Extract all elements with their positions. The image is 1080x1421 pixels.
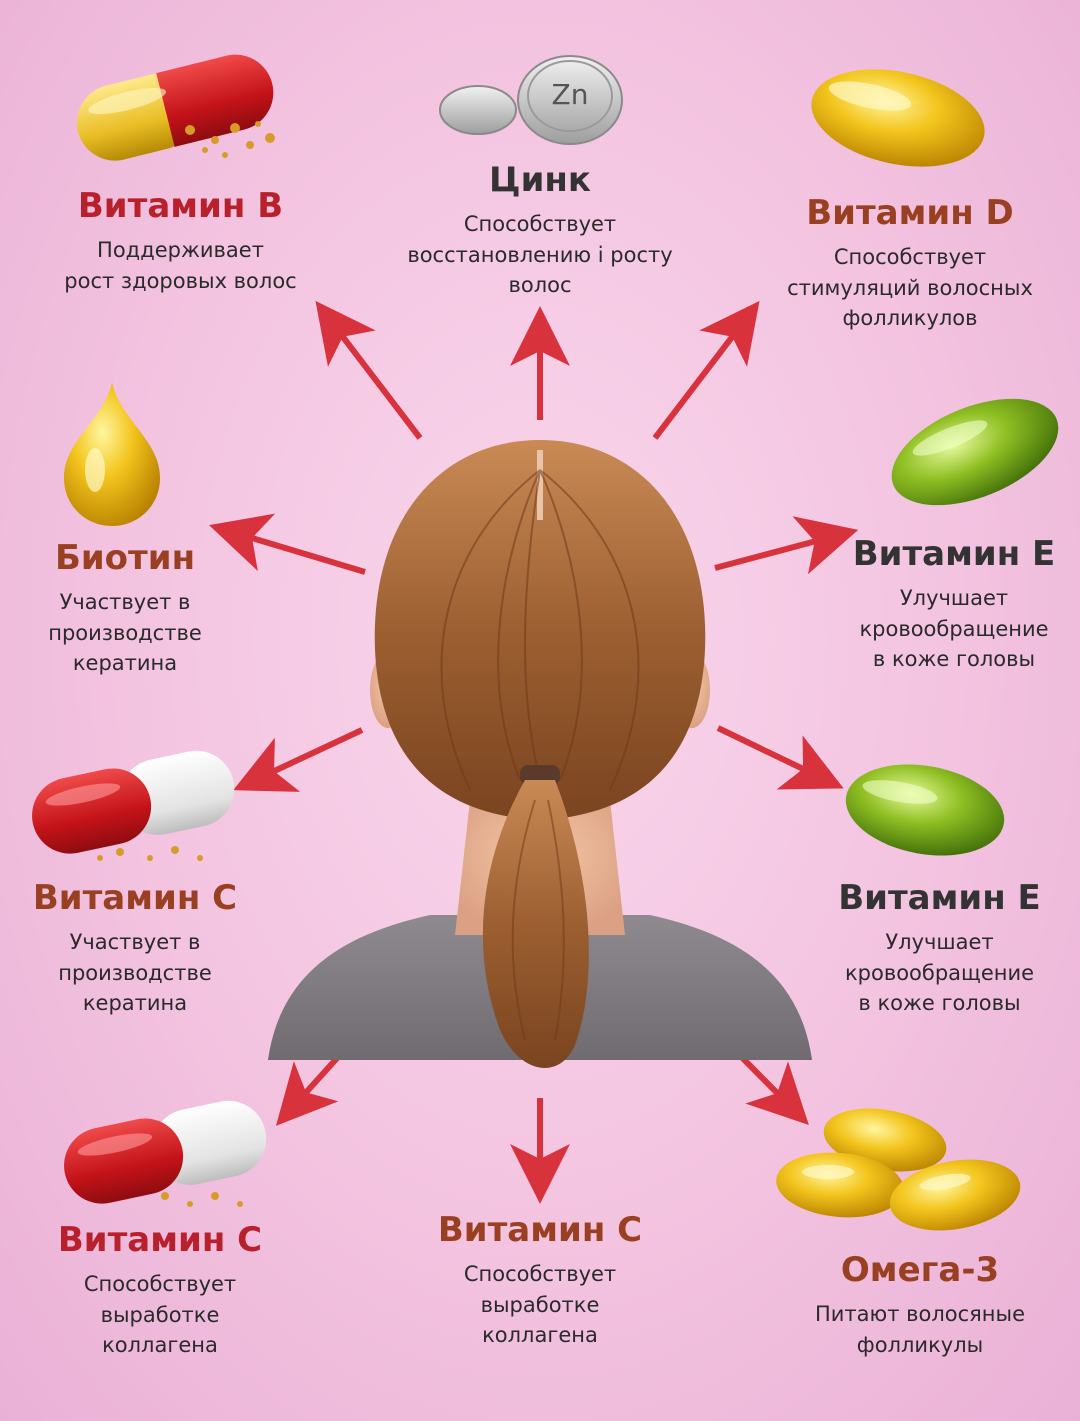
- item-desc-line: стимуляций волосных: [787, 275, 1033, 300]
- item-desc-line: выработке: [100, 1302, 220, 1327]
- granules: [185, 121, 275, 158]
- item-desc-line: рост здоровых волос: [64, 268, 297, 293]
- item-vitamin-c-2: Витамин C Способствует выработке коллаге…: [40, 1220, 280, 1361]
- arrow-to-vitamin-c-1: [233, 727, 364, 792]
- item-zinc: Цинк Способствует восстановлению і росту…: [382, 160, 698, 301]
- arrow-to-vitamin-d: [652, 300, 760, 440]
- item-vitamin-c-3: Витамин C Способствует выработке коллаге…: [415, 1210, 665, 1351]
- item-title: Витамин E: [852, 534, 1056, 574]
- item-title: Витамин C: [57, 1220, 263, 1260]
- item-desc-line: восстановлению і росту: [407, 242, 673, 267]
- arrows: [209, 300, 859, 1204]
- item-desc-line: Улучшает: [885, 930, 994, 955]
- woman-back-illustration: [268, 440, 812, 1068]
- item-desc-line: Способствует: [83, 1272, 237, 1297]
- item-title: Витамин C: [437, 1210, 643, 1250]
- softgels-omega-icon: [776, 1108, 1021, 1231]
- arrow-to-vitamin-e-1: [714, 516, 859, 575]
- zinc-tablet-label: Zn: [552, 78, 589, 111]
- hair-strands: [440, 469, 640, 791]
- item-title: Омега-3: [840, 1250, 1000, 1290]
- item-desc-line: фолликулы: [856, 1332, 984, 1357]
- softgel-yellow-icon: [811, 69, 985, 167]
- item-title: Витамин C: [32, 878, 238, 918]
- softgel-green-icon: [891, 398, 1059, 506]
- capsule-red-white-icon: [32, 750, 235, 854]
- item-desc-line: кератина: [72, 651, 178, 676]
- item-desc-line: Участвует в: [69, 930, 201, 955]
- item-desc-line: в коже головы: [872, 647, 1036, 672]
- item-title: Биотин: [54, 538, 196, 578]
- item-desc-line: производстве: [58, 960, 212, 985]
- item-desc-line: выработке: [480, 1292, 600, 1317]
- softgel-green-icon-2: [845, 764, 1005, 856]
- granules-c1: [97, 846, 203, 861]
- item-desc-line: в коже головы: [858, 991, 1021, 1016]
- item-desc-line: Улучшает: [899, 586, 1009, 611]
- capsule-red-white-icon-2: [64, 1100, 267, 1204]
- item-desc-line: фолликулов: [842, 306, 978, 331]
- arrow-to-biotin: [209, 513, 366, 575]
- capsule-yellow-red-icon: [76, 54, 274, 161]
- head-hair: [374, 440, 706, 820]
- item-title: Витамин B: [77, 186, 284, 226]
- item-biotin: Биотин Участвует в производстве кератина: [10, 538, 240, 679]
- item-desc-line: коллагена: [482, 1323, 598, 1348]
- item-desc-line: Способствует: [833, 245, 987, 270]
- item-desc-line: Поддерживает: [97, 238, 264, 263]
- item-desc-line: Питают волосяные: [814, 1302, 1026, 1327]
- item-vitamin-e-1: Витамин E Улучшает кровообращение в коже…: [830, 534, 1078, 675]
- item-desc-line: коллагена: [102, 1333, 218, 1358]
- item-desc-line: Участвует в: [59, 590, 191, 615]
- item-vitamin-d: Витамин D Способствует стимуляций волосн…: [750, 193, 1070, 334]
- item-title: Цинк: [489, 160, 591, 200]
- ponytail: [482, 780, 589, 1068]
- item-title: Витамин D: [806, 193, 1014, 233]
- item-desc-line: кровообращение: [844, 960, 1035, 985]
- item-desc-line: Способствует: [463, 1262, 617, 1287]
- item-desc-line: производстве: [48, 620, 202, 645]
- oil-drop-icon: [64, 382, 160, 526]
- item-desc-line: кровообращение: [859, 616, 1049, 641]
- item-desc-line: волос: [508, 273, 572, 298]
- item-vitamin-b: Витамин B Поддерживает рост здоровых вол…: [18, 186, 343, 296]
- item-title: Витамин E: [838, 878, 1041, 918]
- item-desc-line: кератина: [82, 991, 188, 1016]
- item-desc-line: Способствует: [463, 212, 617, 237]
- arrow-to-vitamin-e-2: [716, 725, 844, 790]
- item-omega-3: Омега-3 Питают волосяные фолликулы: [780, 1250, 1060, 1360]
- zinc-tablet-icon: Zn: [439, 55, 623, 145]
- item-vitamin-c-1: Витамин C Участвует в производстве керат…: [10, 878, 260, 1019]
- item-vitamin-e-2: Витамин E Улучшает кровообращение в коже…: [812, 878, 1067, 1019]
- arrow-to-vitamin-b: [315, 300, 423, 440]
- granules-c2: [161, 1192, 243, 1207]
